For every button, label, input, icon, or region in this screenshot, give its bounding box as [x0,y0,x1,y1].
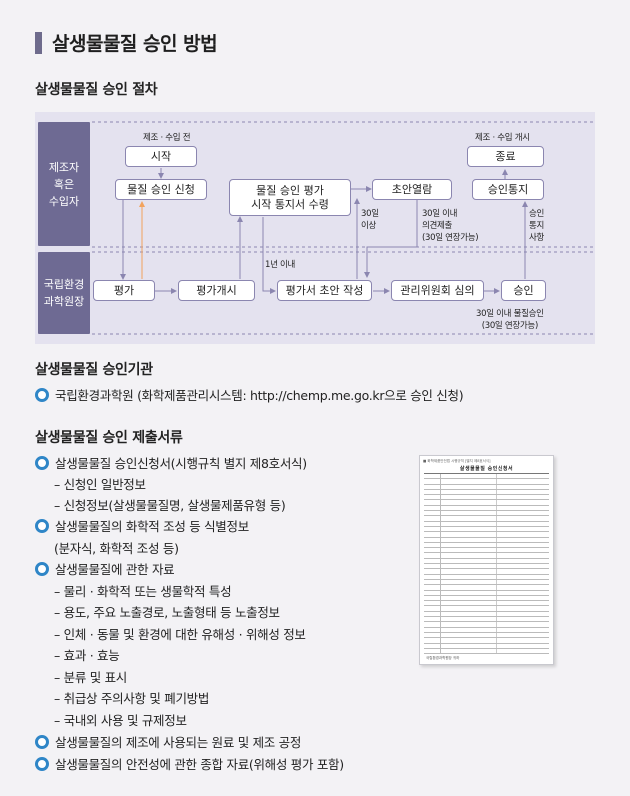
note-approval-notify: 승인 통지 사항 [529,208,544,244]
doc-bullet: 살생물물질의 안전성에 관한 종합 자료(위해성 평가 포함) [35,754,344,773]
doc-sub-item: – 물리 · 화학적 또는 생물학적 특성 [54,584,232,599]
form-title: 살생물물질 승인신청서 [459,466,514,472]
application-form-thumbnail: ■ 화학제품안전법 시행규칙 [별지 제8호서식] 살생물물질 승인신청서 국립… [419,455,554,665]
section-documents-title: 살생물물질 승인 제출서류 [35,430,183,446]
doc-text: 살생물물질의 제조에 사용되는 원료 및 제조 공정 [55,735,302,750]
box-apply: 물질 승인 신청 [115,179,207,200]
doc-sub-item: – 신청인 일반정보 [54,477,146,492]
box-evaluate: 평가 [93,280,155,301]
box-draft-view: 초안열람 [372,179,452,200]
box-approve: 승인 [501,280,546,301]
doc-text: 살생물물질의 안전성에 관한 종합 자료(위해성 평가 포함) [55,757,344,772]
lane-institute-line: 국립환경 [43,278,85,291]
doc-bullet: 살생물물질의 제조에 사용되는 원료 및 제조 공정 [35,732,301,751]
flow-arrows [92,121,595,335]
note-line: 사항 [529,233,545,243]
doc-sub-item: – 인체 · 동물 및 환경에 대한 유해성 · 위해성 정보 [54,627,306,642]
lane-manufacturer-line: 혹은 [53,177,75,191]
circle-bullet-icon [35,518,49,533]
note-30days-above: 30일 이상 [361,208,379,232]
doc-text: 살생물물질 승인신청서(시행규칙 별지 제8호서식) [55,456,307,471]
box-evaluation-notice-line: 시작 통지서 수령 [251,197,329,211]
form-table [424,473,549,655]
lane-manufacturer: 제조자 혹은 수입자 [38,122,90,246]
box-start: 시작 [125,146,197,167]
note-before-manufacture: 제조 · 수입 전 [143,133,191,143]
form-header: ■ 화학제품안전법 시행규칙 [별지 제8호서식] [423,459,491,463]
note-line: 30일 이내 [422,209,458,219]
note-within-1yr: 1년 이내 [265,260,296,270]
note-line: 통지 [529,221,545,231]
doc-sub-item: – 용도, 주요 노출경로, 노출형태 등 노출정보 [54,605,280,620]
section-procedure-title: 살생물물질 승인 절차 [35,82,158,98]
doc-sub-item: – 국내외 사용 및 규제정보 [54,713,187,728]
note-line: 30일 [361,209,379,219]
note-approve-within: 30일 이내 물질승인 (30일 연장가능) [476,308,544,332]
note-start-manufacture: 제조 · 수입 개시 [475,133,530,143]
lane-institute: 국립환경 과학원장 [38,252,90,334]
note-line: 의견제출 [422,221,453,231]
doc-sub-item: – 취급상 주의사항 및 폐기방법 [54,691,210,706]
doc-sub-item: – 효과 · 효능 [54,648,120,663]
circle-bullet-icon [35,561,49,576]
page-title: 살생물물질 승인 방법 [35,29,218,56]
procedure-flowchart: 제조자 혹은 수입자 국립환경 과학원장 제조 · 수입 전 제조 · 수입 개… [35,112,595,344]
box-end: 종료 [467,146,544,167]
circle-bullet-icon [35,387,49,402]
note-line: 이상 [361,221,377,231]
box-approval-notice: 승인통지 [472,179,544,200]
doc-sub-item: – 신청정보(살생물물질명, 살생물제품유형 등) [54,498,286,513]
doc-text: 살생물물질에 관한 자료 [55,562,175,577]
lane-manufacturer-line: 수입자 [48,194,80,208]
box-committee: 관리위원회 심의 [391,280,484,301]
box-evaluation-notice: 물질 승인 평가 시작 통지서 수령 [229,179,351,216]
doc-bullet: 살생물물질 승인신청서(시행규칙 별지 제8호서식) [35,453,307,472]
lane-manufacturer-line: 제조자 [48,160,80,174]
title-bar-decoration [35,31,42,54]
box-evaluation-start: 평가개시 [178,280,255,301]
agency-item: 국립환경과학원 (화학제품관리시스템: http://chemp.me.go.k… [35,385,464,404]
section-agency-title: 살생물물질 승인기관 [35,362,153,378]
note-line: 승인 [529,209,545,219]
agency-text: 국립환경과학원 (화학제품관리시스템: http://chemp.me.go.k… [55,388,464,403]
doc-bullet: 살생물물질의 화학적 조성 등 식별정보 [35,516,249,535]
circle-bullet-icon [35,756,49,771]
doc-text: 살생물물질의 화학적 조성 등 식별정보 [55,519,249,534]
page-title-text: 살생물물질 승인 방법 [52,33,218,55]
doc-bullet: 살생물물질에 관한 자료 [35,559,175,578]
doc-continuation: (분자식, 화학적 조성 등) [54,541,179,556]
box-draft-write: 평가서 초안 작성 [277,280,372,301]
circle-bullet-icon [35,455,49,470]
box-evaluation-notice-line: 물질 승인 평가 [256,183,324,197]
lane-institute-line: 과학원장 [43,295,85,308]
form-footer: 국립환경과학원장 귀하 [426,656,460,660]
doc-sub-item: – 분류 및 표시 [54,670,127,685]
circle-bullet-icon [35,734,49,749]
note-line: (30일 연장가능) [422,233,479,243]
note-line: (30일 연장가능) [481,321,539,331]
note-30days-within: 30일 이내 의견제출 (30일 연장가능) [422,208,479,244]
note-line: 30일 이내 물질승인 [476,309,544,319]
